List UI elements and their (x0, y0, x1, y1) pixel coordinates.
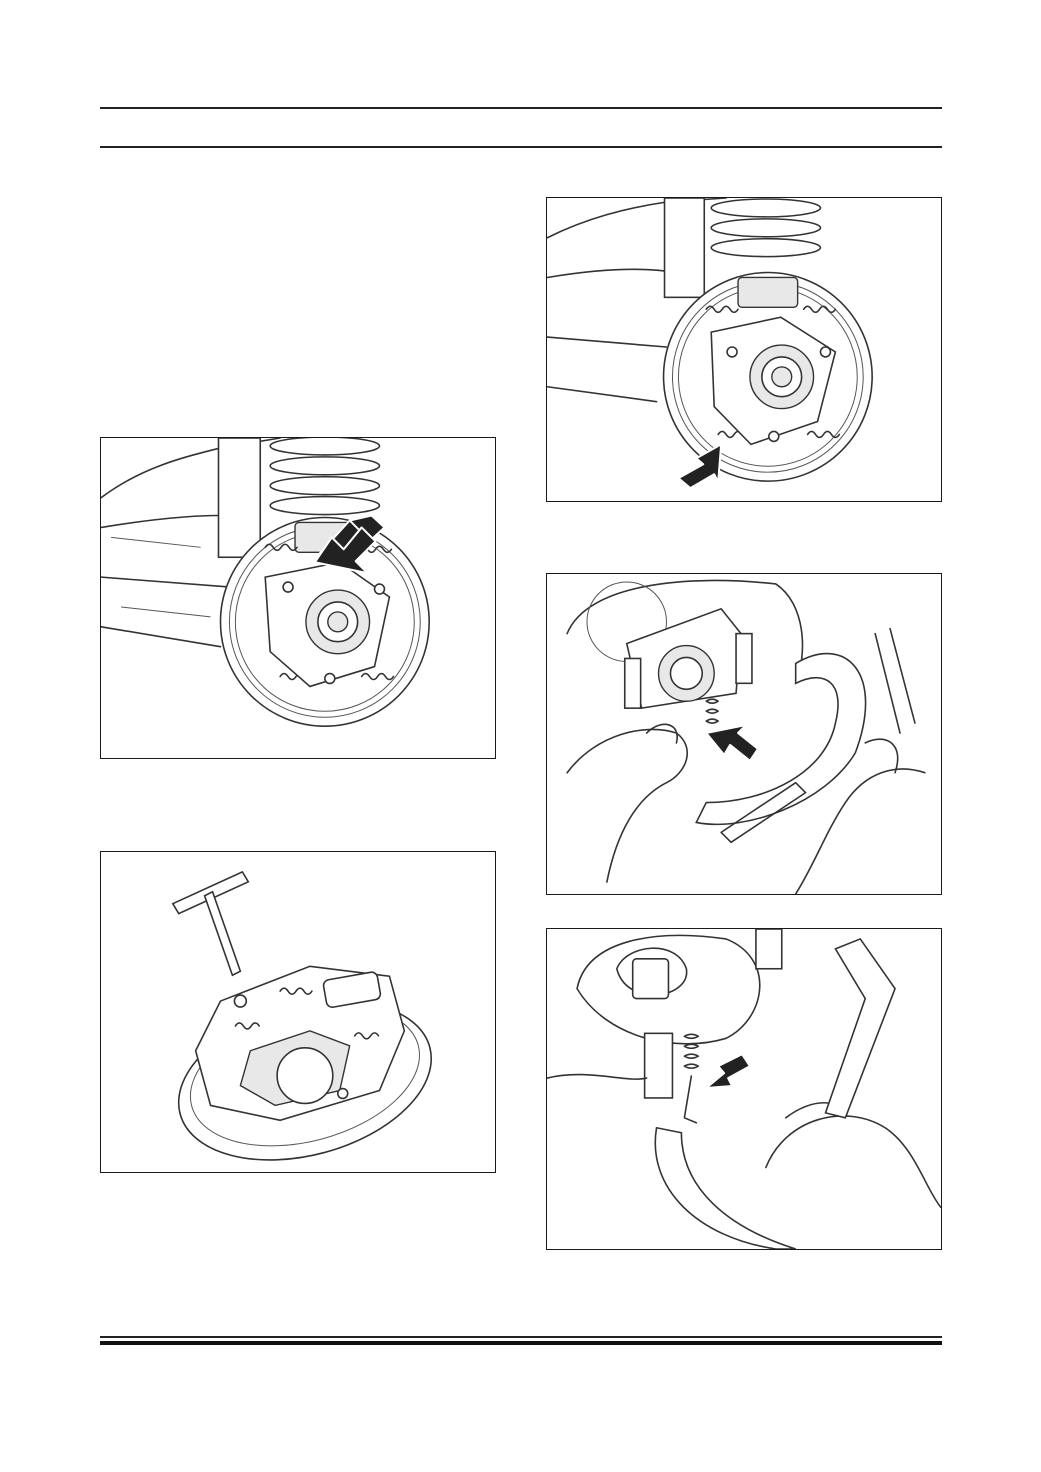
arrow-indicator (705, 1053, 751, 1089)
brake-shoe-tool-illustration (171, 870, 433, 1161)
figure-brake-assembly-top-spring (100, 437, 496, 759)
figure-brake-assembly-bottom-spring (546, 197, 942, 502)
brake-assembly-illustration (101, 438, 430, 727)
header-rule-top (100, 107, 942, 109)
arrow-indicator (705, 724, 759, 762)
header-rule-bottom (100, 146, 942, 148)
parking-cable-illustration (547, 929, 941, 1249)
arrow-indicator (677, 443, 723, 490)
hold-down-spring-illustration (566, 579, 926, 894)
footer-rule-thick (100, 1341, 942, 1345)
figure-parking-cable-removal (546, 928, 942, 1250)
brake-assembly-bottom-illustration (547, 198, 873, 490)
figure-brake-shoe-tool (100, 851, 496, 1173)
figure-hold-down-spring-removal (546, 573, 942, 895)
footer-rule-thin (100, 1336, 942, 1338)
